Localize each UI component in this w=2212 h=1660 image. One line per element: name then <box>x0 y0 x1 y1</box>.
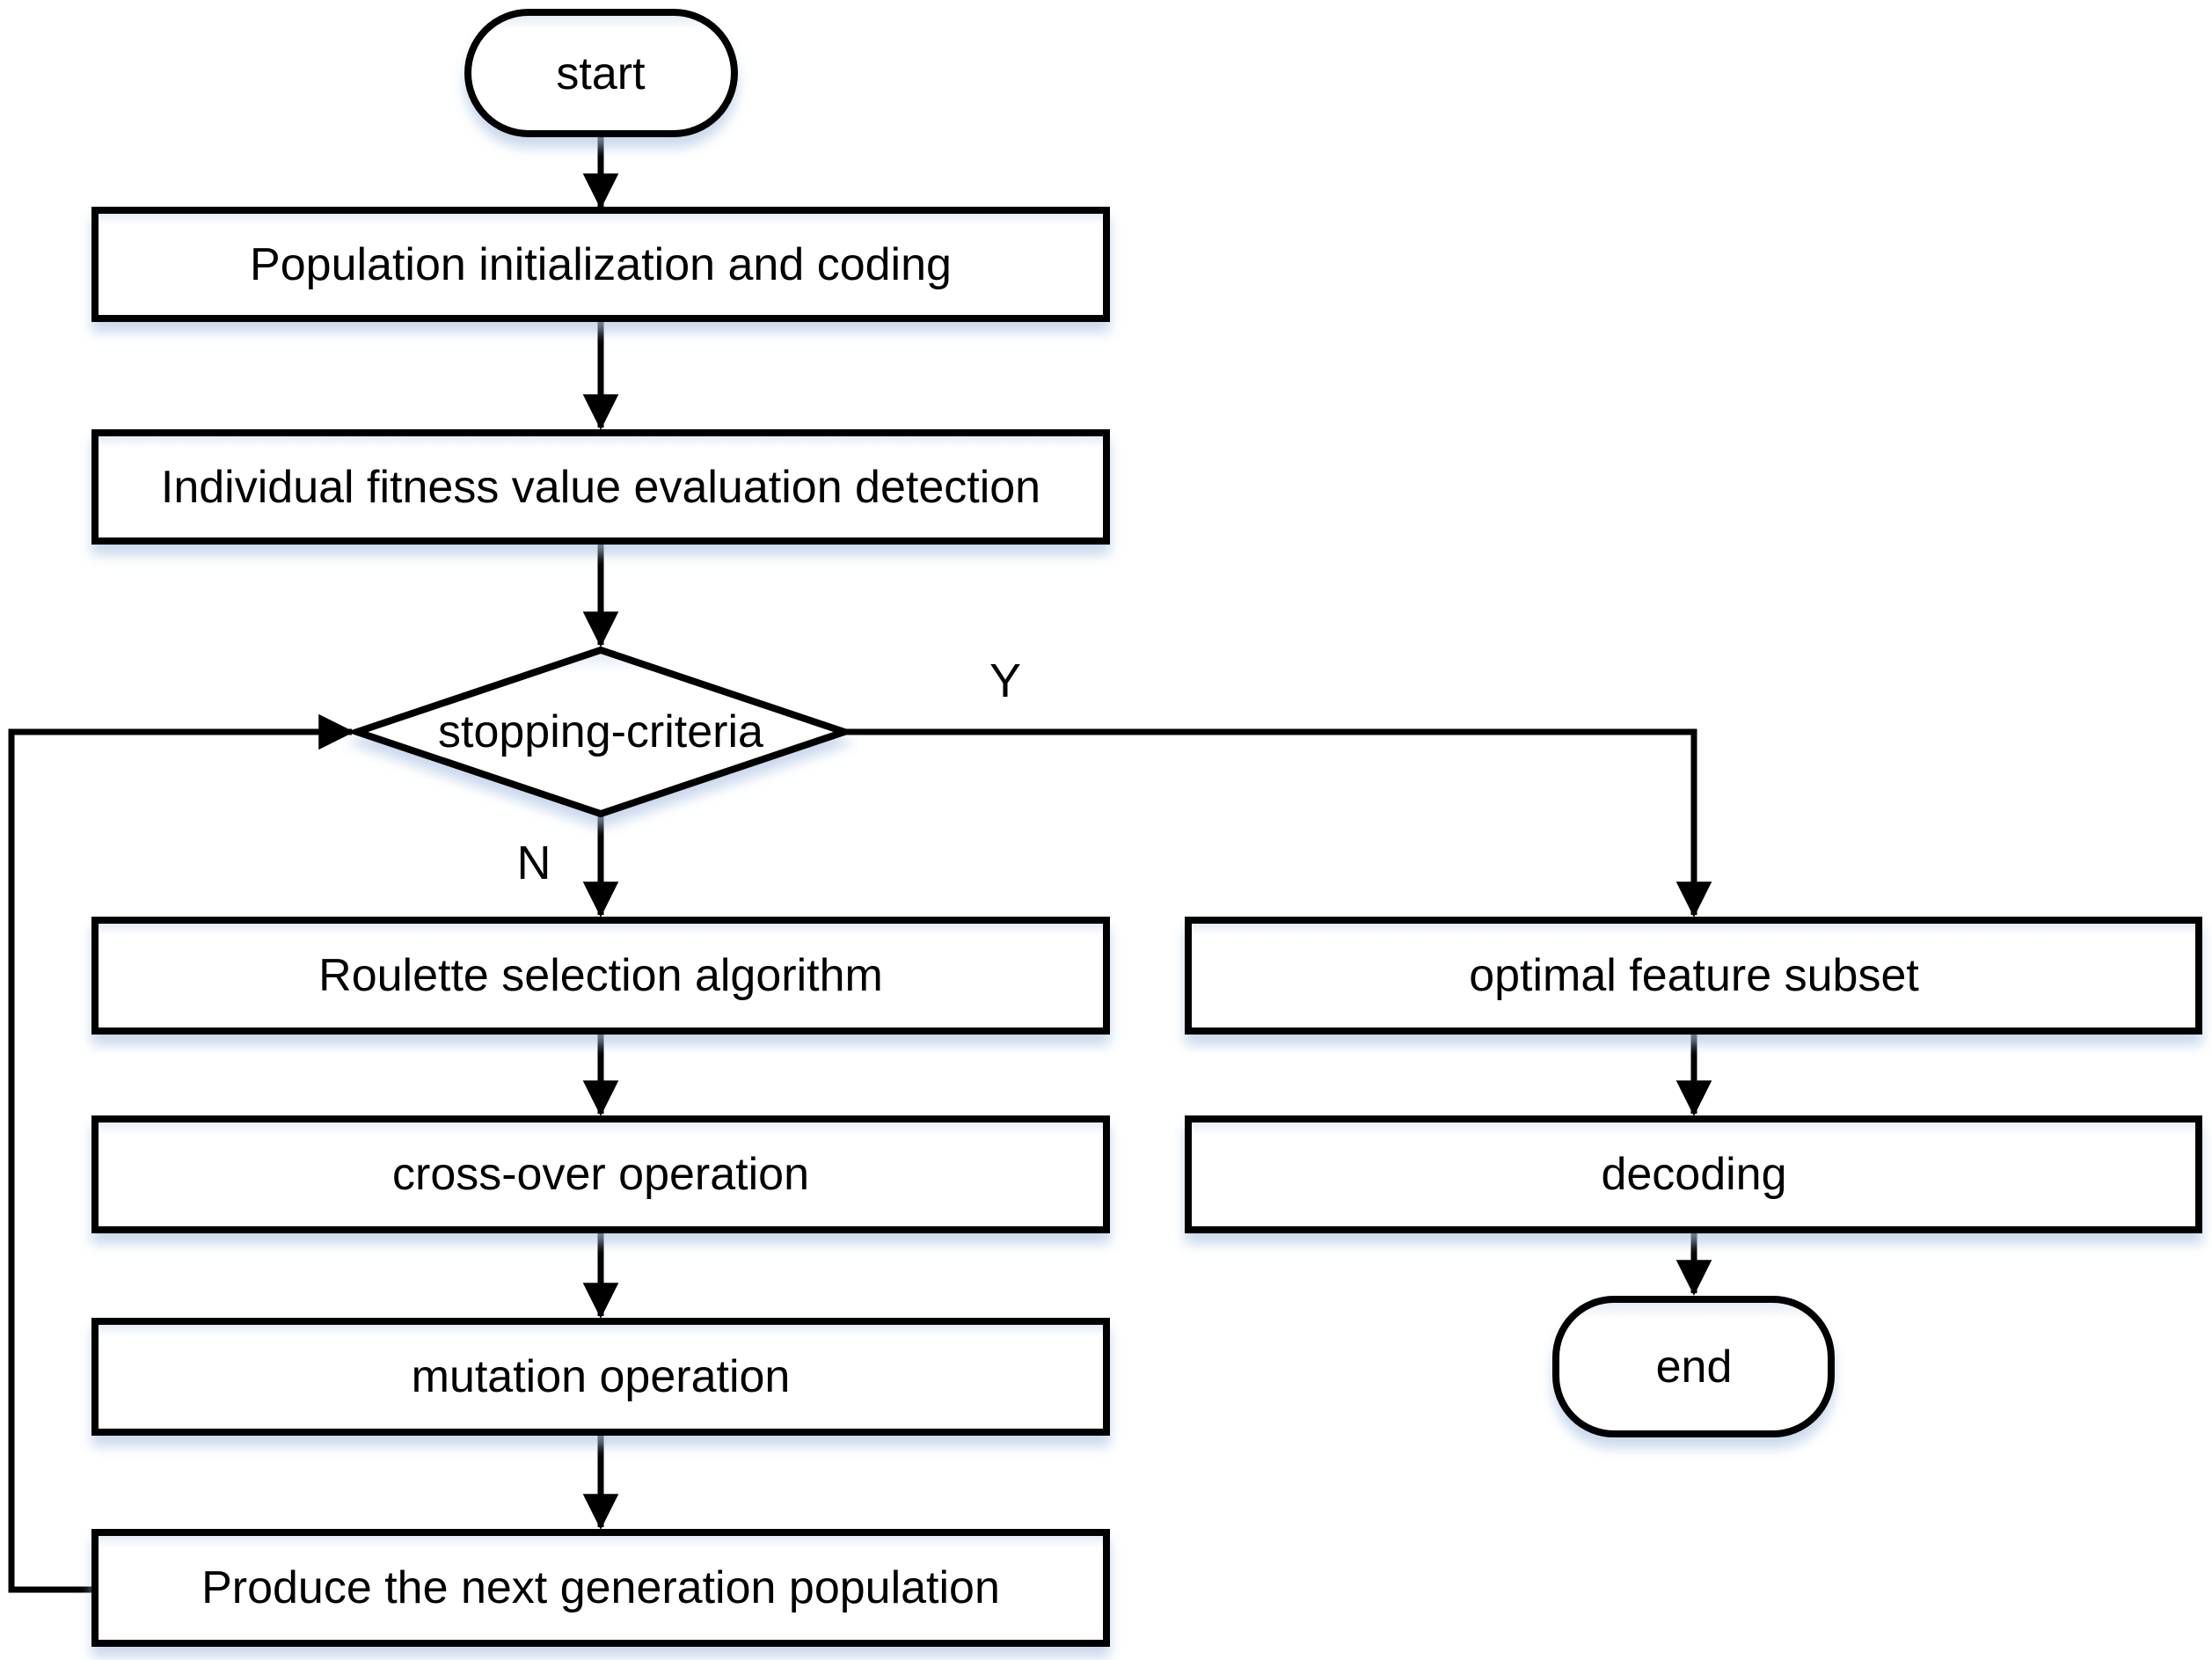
node-crossover-operation: cross-over operation <box>91 1115 1110 1233</box>
process-population-shape <box>91 207 1110 322</box>
edge-stopping-yes-to-optimal <box>844 728 1712 918</box>
node-produce-next-generation: Produce the next generation population <box>91 1529 1110 1647</box>
decision-stopping-shape <box>346 646 856 818</box>
node-stopping-criteria: stopping-criteria <box>346 646 856 818</box>
process-roulette-label: Roulette selection algorithm <box>318 950 883 1001</box>
process-produce-shape <box>91 1529 1110 1647</box>
node-optimal-feature-subset: optimal feature subset <box>1185 917 2202 1035</box>
node-decoding: decoding <box>1185 1115 2202 1233</box>
process-crossover-shape <box>91 1115 1110 1233</box>
process-decoding-shape <box>1185 1115 2202 1233</box>
node-end: end <box>1552 1296 1835 1437</box>
edges <box>8 134 1712 1593</box>
node-mutation-operation: mutation operation <box>91 1318 1110 1436</box>
process-optimal-shape <box>1185 917 2202 1035</box>
edge-produce-loop-to-stopping <box>8 713 354 1593</box>
process-fitness-shape <box>91 429 1110 545</box>
terminator-start-shape <box>464 9 738 137</box>
node-fitness-evaluation: Individual fitness value evaluation dete… <box>91 429 1110 545</box>
process-fitness-label: Individual fitness value evaluation dete… <box>161 462 1040 513</box>
node-population-initialization: Population initialization and coding <box>91 207 1110 322</box>
process-population-label: Population initialization and coding <box>250 239 952 290</box>
process-decoding-label: decoding <box>1601 1149 1786 1200</box>
process-mutation-label: mutation operation <box>412 1351 791 1402</box>
terminator-start-label: start <box>556 48 646 99</box>
branch-label-no: N <box>517 837 551 889</box>
decision-stopping-label: stopping-criteria <box>438 706 763 757</box>
terminator-end-label: end <box>1656 1342 1733 1393</box>
process-crossover-label: cross-over operation <box>392 1149 809 1200</box>
node-start: start <box>464 9 738 137</box>
process-produce-label: Produce the next generation population <box>201 1562 1000 1613</box>
process-mutation-shape <box>91 1318 1110 1436</box>
branch-label-yes: Y <box>989 654 1021 707</box>
terminator-end-shape <box>1552 1296 1835 1437</box>
process-optimal-label: optimal feature subset <box>1469 950 1919 1001</box>
node-roulette-selection: Roulette selection algorithm <box>91 917 1110 1035</box>
process-roulette-shape <box>91 917 1110 1035</box>
